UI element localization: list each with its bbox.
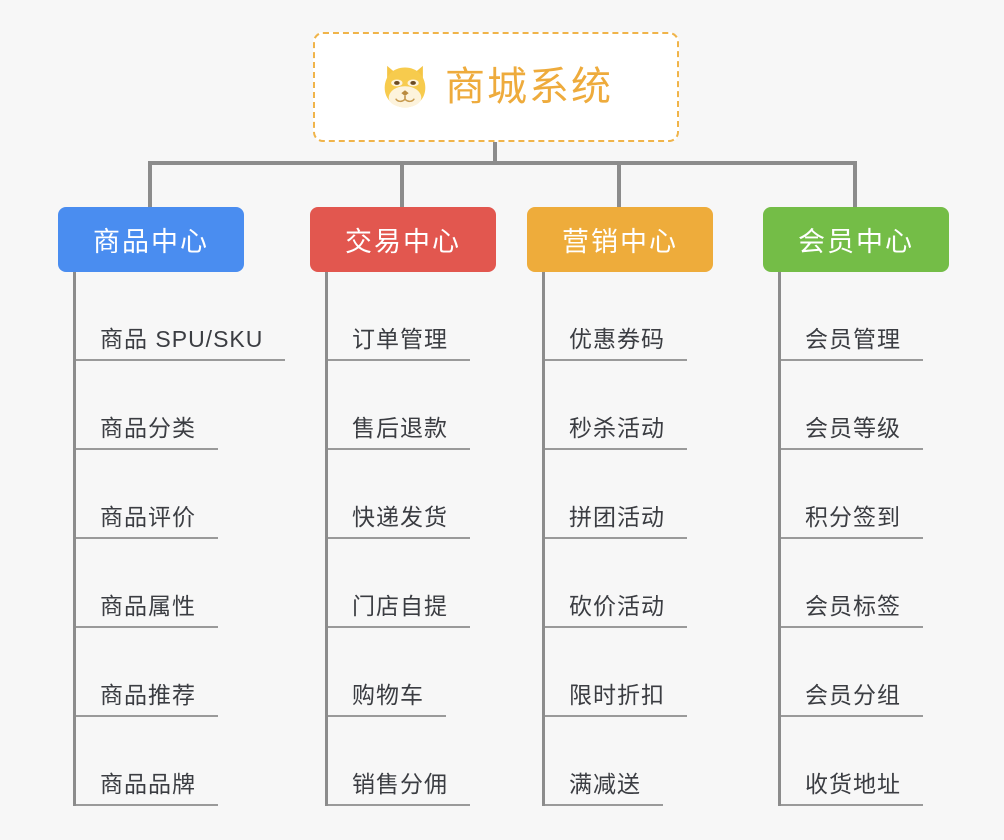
leaf-label: 商品推荐	[76, 682, 218, 717]
list-item[interactable]: 商品分类	[58, 361, 308, 450]
list-item[interactable]: 满减送	[527, 717, 739, 806]
list-item[interactable]: 砍价活动	[527, 539, 739, 628]
leaf-label: 商品 SPU/SKU	[76, 326, 286, 361]
list-item[interactable]: 会员管理	[763, 272, 975, 361]
list-item[interactable]: 售后退款	[310, 361, 522, 450]
list-item[interactable]: 拼团活动	[527, 450, 739, 539]
list-item[interactable]: 优惠券码	[527, 272, 739, 361]
leaf-label: 快递发货	[328, 504, 470, 539]
leaf-label: 会员管理	[781, 326, 923, 361]
list-item[interactable]: 销售分佣	[310, 717, 522, 806]
list-item[interactable]: 商品 SPU/SKU	[58, 272, 308, 361]
connector-horizontal-bus	[148, 161, 857, 165]
leaf-label: 会员等级	[781, 415, 923, 450]
leaf-label: 商品属性	[76, 593, 218, 628]
root-title: 商城系统	[445, 65, 613, 109]
branch-header-label: 会员中心	[798, 227, 914, 257]
connector-drop-4	[853, 161, 857, 207]
branch-stem-3	[542, 272, 545, 806]
list-item[interactable]: 会员标签	[763, 539, 975, 628]
branch-header-label: 营销中心	[562, 227, 678, 257]
list-item[interactable]: 限时折扣	[527, 628, 739, 717]
branch-header-member-center[interactable]: 会员中心	[763, 207, 949, 272]
connector-root-vertical	[493, 142, 497, 164]
leaf-label: 限时折扣	[545, 682, 687, 717]
list-item[interactable]: 商品推荐	[58, 628, 308, 717]
list-item[interactable]: 收货地址	[763, 717, 975, 806]
leaf-label: 优惠券码	[545, 326, 687, 361]
list-item[interactable]: 积分签到	[763, 450, 975, 539]
branch-header-trade-center[interactable]: 交易中心	[310, 207, 496, 272]
branch-header-product-center[interactable]: 商品中心	[58, 207, 244, 272]
connector-drop-2	[400, 161, 404, 207]
list-item[interactable]: 秒杀活动	[527, 361, 739, 450]
list-item[interactable]: 会员等级	[763, 361, 975, 450]
leaf-label: 商品品牌	[76, 771, 218, 806]
branch-stem-2	[325, 272, 328, 806]
leaf-label: 售后退款	[328, 415, 470, 450]
branch-header-label: 交易中心	[345, 227, 461, 257]
list-item[interactable]: 商品属性	[58, 539, 308, 628]
list-item[interactable]: 商品评价	[58, 450, 308, 539]
leaf-label: 积分签到	[781, 504, 923, 539]
connector-drop-1	[148, 161, 152, 207]
leaf-label: 商品评价	[76, 504, 218, 539]
leaf-label: 满减送	[545, 771, 663, 806]
leaf-label: 秒杀活动	[545, 415, 687, 450]
leaf-label: 商品分类	[76, 415, 218, 450]
leaf-label: 购物车	[328, 682, 446, 717]
shiba-dog-face-icon	[384, 65, 426, 108]
branch-header-label: 商品中心	[93, 227, 209, 257]
list-item[interactable]: 订单管理	[310, 272, 522, 361]
leaf-label: 拼团活动	[545, 504, 687, 539]
leaf-list-trade-center: 订单管理 售后退款 快递发货 门店自提 购物车 销售分佣	[310, 272, 522, 806]
list-item[interactable]: 门店自提	[310, 539, 522, 628]
connector-drop-3	[617, 161, 621, 207]
leaf-label: 门店自提	[328, 593, 470, 628]
leaf-label: 会员标签	[781, 593, 923, 628]
branch-stem-4	[778, 272, 781, 806]
leaf-label: 销售分佣	[328, 771, 470, 806]
leaf-label: 订单管理	[328, 326, 470, 361]
leaf-label: 砍价活动	[545, 593, 687, 628]
list-item[interactable]: 购物车	[310, 628, 522, 717]
branch-trade-center: 交易中心 订单管理 售后退款 快递发货 门店自提 购物车 销售分佣	[310, 207, 522, 806]
list-item[interactable]: 商品品牌	[58, 717, 308, 806]
root-node-mall-system[interactable]: 商城系统	[313, 32, 679, 142]
list-item[interactable]: 会员分组	[763, 628, 975, 717]
branch-marketing-center: 营销中心 优惠券码 秒杀活动 拼团活动 砍价活动 限时折扣 满减送	[527, 207, 739, 806]
branch-header-marketing-center[interactable]: 营销中心	[527, 207, 713, 272]
leaf-label: 收货地址	[781, 771, 923, 806]
branch-product-center: 商品中心 商品 SPU/SKU 商品分类 商品评价 商品属性 商品推荐 商品品牌	[58, 207, 308, 806]
leaf-list-marketing-center: 优惠券码 秒杀活动 拼团活动 砍价活动 限时折扣 满减送	[527, 272, 739, 806]
leaf-list-product-center: 商品 SPU/SKU 商品分类 商品评价 商品属性 商品推荐 商品品牌	[58, 272, 308, 806]
branch-member-center: 会员中心 会员管理 会员等级 积分签到 会员标签 会员分组 收货地址	[763, 207, 975, 806]
branch-stem-1	[73, 272, 76, 806]
list-item[interactable]: 快递发货	[310, 450, 522, 539]
leaf-list-member-center: 会员管理 会员等级 积分签到 会员标签 会员分组 收货地址	[763, 272, 975, 806]
leaf-label: 会员分组	[781, 682, 923, 717]
